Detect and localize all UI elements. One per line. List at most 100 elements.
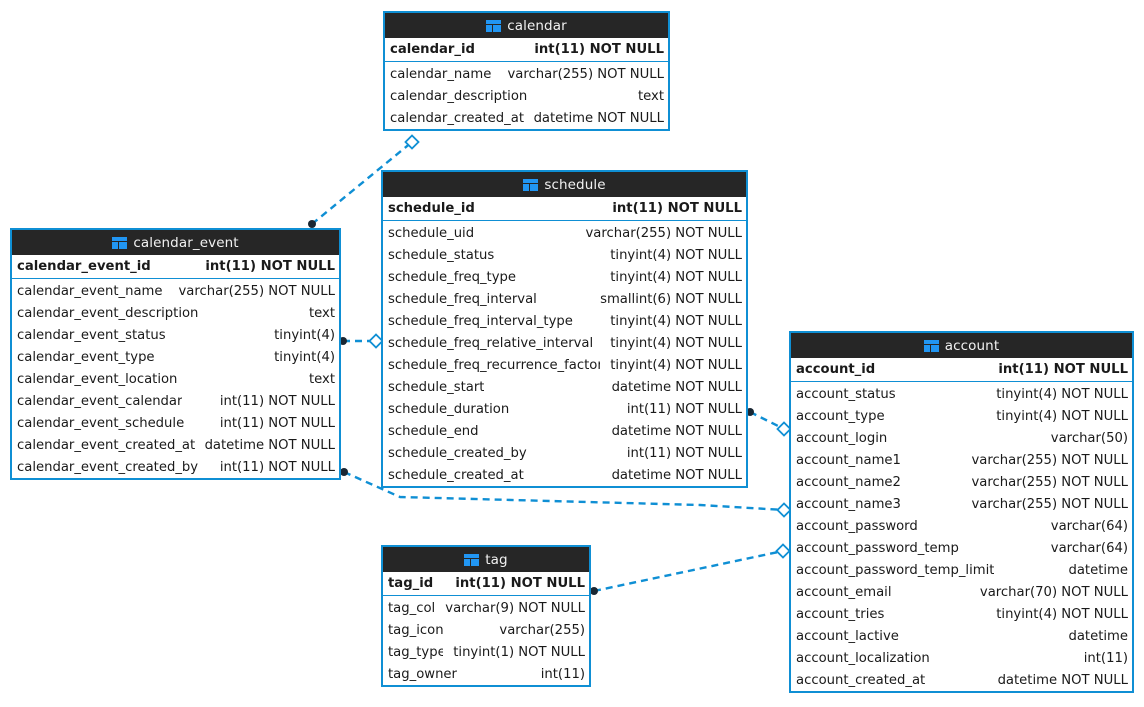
column-name: calendar_event_description [17,305,199,321]
column-type: int(11) NOT NULL [205,259,335,274]
column-type: datetime NOT NULL [204,437,335,453]
relationship-calendar-event-to-schedule[interactable] [339,333,384,349]
table-calendar_event[interactable]: calendar_event calendar_event_id int(11) N… [10,228,341,480]
column-row[interactable]: tag_colorvarchar(9) NOT NULL [383,597,589,619]
column-name: schedule_status [388,247,495,263]
column-row: calendar_event_id int(11) NOT NULL [12,255,339,278]
column-name: calendar_event_name [17,283,163,299]
column-type: datetime NOT NULL [611,423,742,439]
relationship-line [593,549,784,593]
table-icon [923,339,939,352]
table-title: account [944,337,1000,354]
column-type: varchar(50) [1050,430,1128,446]
column-name: calendar_name [390,66,492,82]
primary-key-row[interactable]: calendar_event_id int(11) NOT NULL [12,255,339,279]
column-name: account_lactive [796,628,899,644]
table-header-calendar_event[interactable]: calendar_event [12,230,339,255]
column-type: varchar(70) NOT NULL [979,584,1128,600]
column-name: tag_type [388,644,444,660]
column-type: int(11) NOT NULL [612,201,742,216]
table-icon [486,19,502,32]
column-name: calendar_event_location [17,371,178,387]
column-name: account_localization [796,650,930,666]
table-header-account[interactable]: account [791,333,1132,358]
columns-list: tag_colorvarchar(9) NOT NULLtag_iconvarc… [383,596,589,685]
column-name: calendar_event_schedule [17,415,185,431]
column-name: calendar_event_id [17,259,151,274]
column-name: calendar_event_status [17,327,166,343]
column-name: schedule_created_by [388,445,527,461]
column-name: schedule_end [388,423,479,439]
column-name: tag_color [388,600,436,616]
column-type: datetime [1068,628,1128,644]
column-type: datetime NOT NULL [611,379,742,395]
relationship-schedule-to-account[interactable] [746,408,792,437]
column-row[interactable]: schedule_end datetime NOT NULL [383,420,746,442]
column-type: tinyint(4) NOT NULL [996,606,1128,622]
column-row[interactable]: account_lactive datetime [791,625,1132,647]
column-type: text [308,371,335,387]
table-header-tag[interactable]: tag [383,547,589,572]
table-header-schedule[interactable]: schedule [383,172,746,197]
column-row[interactable]: calendar_event_location text [12,368,339,390]
table-header-calendar[interactable]: calendar [385,13,668,38]
column-name: tag_icon [388,622,444,638]
column-type: tinyint(4) NOT NULL [610,269,742,285]
column-name: account_type [796,408,885,424]
column-name: schedule_freq_recurrence_factor [388,357,601,373]
column-name: calendar_event_created_by [17,459,199,475]
column-name: tag_owner [388,666,457,682]
relationship-tag-to-account[interactable] [590,543,791,596]
column-type: varchar(255) NOT NULL [971,452,1129,468]
